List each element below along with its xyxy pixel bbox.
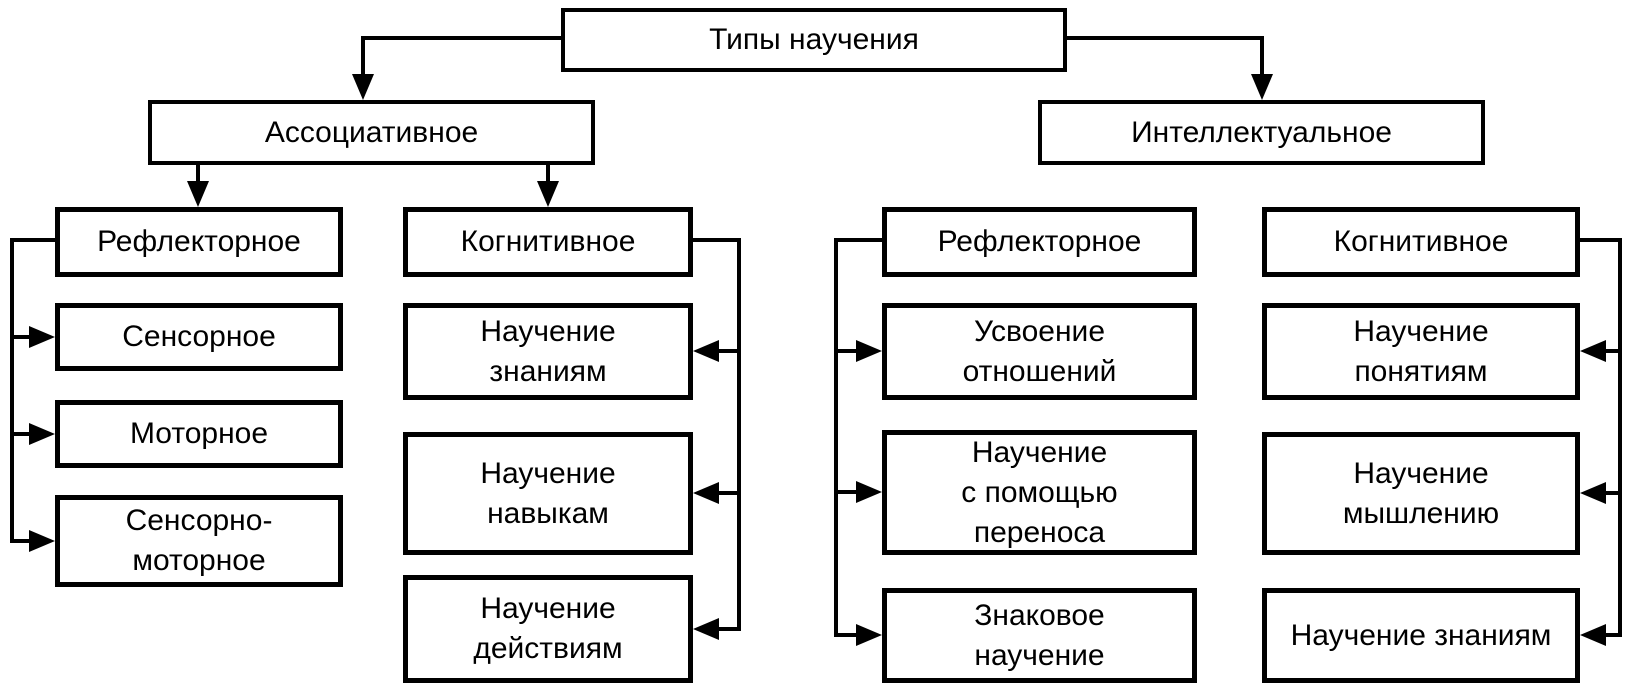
bracket-assoc-reflex — [10, 238, 55, 242]
node-transfer-learning: Научение с помощью переноса — [882, 430, 1197, 555]
arrowhead-right-icon — [856, 481, 882, 503]
node-knowledge-learning: Научение знаниям — [403, 303, 693, 400]
connector-associative-to-cognitive — [546, 165, 550, 183]
bracket-intel-cognitive — [1618, 238, 1622, 637]
node-action-learning: Научение действиям — [403, 575, 693, 683]
node-relation-assimilation: Усвоение отношений — [882, 303, 1197, 400]
connector-to-relation-assimilation — [834, 349, 858, 353]
arrowhead-right-icon — [856, 340, 882, 362]
node-skill-learning: Научение навыкам — [403, 432, 693, 555]
connector-to-knowledge-learning-2 — [1606, 633, 1622, 637]
arrowhead-right-icon — [29, 423, 55, 445]
connector-to-skill-learning — [719, 491, 741, 495]
node-intellectual-cognitive: Когнитивное — [1262, 207, 1580, 277]
bracket-intel-reflex — [834, 238, 838, 637]
bracket-assoc-reflex — [10, 238, 14, 543]
connector-root-to-intellectual — [1260, 36, 1264, 76]
arrowhead-left-icon — [693, 482, 719, 504]
arrowhead-right-icon — [856, 624, 882, 646]
arrowhead-right-icon — [29, 326, 55, 348]
arrowhead-left-icon — [1580, 482, 1606, 504]
connector-to-motor — [10, 432, 31, 436]
connector-to-sign-learning — [834, 633, 858, 637]
arrowhead-right-icon — [29, 530, 55, 552]
connector-to-thinking-learning — [1606, 491, 1622, 495]
arrowhead-down-icon — [1251, 74, 1273, 100]
arrowhead-down-icon — [352, 74, 374, 100]
connector-to-transfer-learning — [834, 490, 858, 494]
connector-root-to-intellectual — [1067, 36, 1264, 40]
node-sensory: Сенсорное — [55, 303, 343, 371]
connector-to-sensorimotor — [10, 539, 31, 543]
connector-associative-to-reflex — [196, 165, 200, 183]
arrowhead-left-icon — [1580, 340, 1606, 362]
arrowhead-left-icon — [693, 340, 719, 362]
node-concept-learning: Научение понятиям — [1262, 303, 1580, 400]
bracket-assoc-cognitive — [693, 238, 741, 242]
node-intellectual-reflex: Рефлекторное — [882, 207, 1197, 277]
arrowhead-left-icon — [693, 618, 719, 640]
bracket-assoc-cognitive — [737, 238, 741, 631]
node-types-of-learning: Типы научения — [561, 8, 1067, 72]
connector-root-to-associative — [363, 36, 561, 40]
bracket-intel-cognitive — [1580, 238, 1622, 242]
node-motor: Моторное — [55, 400, 343, 468]
connector-to-sensory — [10, 335, 31, 339]
node-associative-cognitive: Когнитивное — [403, 207, 693, 277]
node-sensorimotor: Сенсорно- моторное — [55, 495, 343, 587]
arrowhead-down-icon — [537, 181, 559, 207]
node-thinking-learning: Научение мышлению — [1262, 432, 1580, 555]
node-associative-reflex: Рефлекторное — [55, 207, 343, 277]
node-intellectual: Интеллектуальное — [1038, 100, 1485, 165]
connector-root-to-associative — [361, 36, 365, 76]
arrowhead-down-icon — [187, 181, 209, 207]
bracket-intel-reflex — [836, 238, 882, 242]
connector-to-concept-learning — [1606, 349, 1622, 353]
arrowhead-left-icon — [1580, 624, 1606, 646]
connector-to-action-learning — [719, 627, 741, 631]
node-sign-learning: Знаковое научение — [882, 588, 1197, 683]
node-knowledge-learning-2: Научение знаниям — [1262, 588, 1580, 683]
node-associative: Ассоциативное — [148, 100, 595, 165]
connector-to-knowledge-learning — [719, 349, 741, 353]
